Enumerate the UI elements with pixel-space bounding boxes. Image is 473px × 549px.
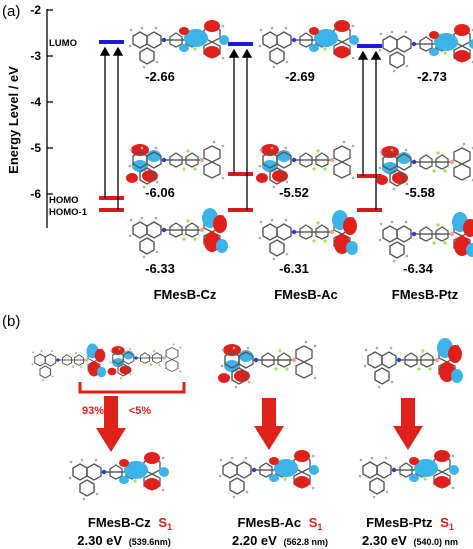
ptz-lumo-value: -2.73 bbox=[417, 69, 447, 84]
tick-label: -3 bbox=[30, 49, 41, 63]
name-ac-b: FMesB-Ac bbox=[238, 515, 302, 530]
lumo-label: LUMO bbox=[49, 38, 77, 49]
levels-cz bbox=[99, 40, 124, 212]
nm-value-ac: (562.8 nm) bbox=[283, 537, 328, 547]
orbital-ac-homo bbox=[256, 139, 356, 190]
state-label-ptz: FMesB-Ptz S1 bbox=[366, 515, 454, 532]
nm-value-ptz: (540.0) nm bbox=[413, 537, 458, 547]
orbital-ptz-homo bbox=[376, 141, 473, 192]
energy-value-ac: 2.20 eV bbox=[232, 533, 277, 548]
levels-ac bbox=[228, 42, 253, 212]
energy-value-cz: 2.30 eV bbox=[77, 533, 122, 548]
state-label-cz: FMesB-Cz S1 bbox=[88, 515, 172, 532]
panel-b-label: (b) bbox=[2, 313, 20, 330]
s1-label: S bbox=[309, 515, 318, 530]
contribution-bracket bbox=[78, 382, 186, 394]
cz-homo-value: -6.06 bbox=[145, 185, 175, 200]
tick-label: -6 bbox=[30, 187, 41, 201]
energy-ac: 2.20 eV (562.8 nm) bbox=[232, 533, 328, 548]
orbital-ac-lumo bbox=[257, 19, 359, 70]
name-cz-b: FMesB-Cz bbox=[88, 515, 151, 530]
nm-value-cz: (539.6nm) bbox=[129, 537, 171, 547]
energy-cz: 2.30 eV (539.6nm) bbox=[77, 533, 170, 548]
molecule-name-ptz: FMesB-Ptz bbox=[392, 287, 459, 302]
orbital-ptz-homo1 bbox=[377, 212, 473, 264]
ac-lumo-value: -2.69 bbox=[285, 69, 315, 84]
name-ptz-b: FMesB-Ptz bbox=[366, 515, 433, 530]
orbital-cz-ground-2 bbox=[107, 342, 182, 380]
orbital-ac-ground bbox=[218, 339, 318, 390]
contribution-major: 93% bbox=[82, 405, 104, 417]
panel-a-label: (a) bbox=[2, 3, 20, 20]
transition-arrow-cz bbox=[96, 396, 126, 452]
orbital-cz-lumo bbox=[127, 19, 229, 70]
s1-subscript: 1 bbox=[167, 522, 172, 532]
molecule-name-ac: FMesB-Ac bbox=[274, 287, 338, 302]
s1-label: S bbox=[440, 515, 449, 530]
ptz-homo-value: -5.58 bbox=[405, 185, 435, 200]
cz-lumo-value: -2.66 bbox=[145, 69, 175, 84]
energy-axis: -2 -3 -4 -5 -6 Energy Level / eV bbox=[6, 3, 53, 228]
orbital-ptz-ground bbox=[362, 338, 463, 390]
orbital-ptz-excited bbox=[357, 449, 459, 500]
molecule-name-cz: FMesB-Cz bbox=[154, 287, 217, 302]
homo-label: HOMO bbox=[49, 195, 79, 206]
contribution-minor: <5% bbox=[129, 405, 152, 417]
orbital-cz-homo bbox=[126, 139, 226, 190]
orbital-cz-homo1 bbox=[127, 208, 228, 260]
axis-label: Energy Level / eV bbox=[6, 66, 21, 174]
s1-subscript: 1 bbox=[449, 522, 454, 532]
ac-homo-value: -5.52 bbox=[279, 185, 309, 200]
transition-arrow-ac bbox=[254, 398, 284, 450]
tick-label: -4 bbox=[30, 95, 41, 109]
orbital-cz-ground bbox=[30, 343, 106, 382]
tick-label: -5 bbox=[30, 141, 41, 155]
s1-subscript: 1 bbox=[317, 522, 322, 532]
tick-label: -2 bbox=[30, 3, 41, 17]
transition-arrow-ptz bbox=[393, 398, 423, 450]
orbital-ptz-lumo bbox=[377, 23, 473, 74]
energy-ptz: 2.30 eV (540.0) nm bbox=[362, 533, 458, 548]
orbital-ac-homo1 bbox=[257, 210, 358, 262]
state-label-ac: FMesB-Ac S1 bbox=[238, 515, 323, 532]
ptz-homo1-value: -6.34 bbox=[403, 261, 433, 276]
orbital-ac-excited bbox=[217, 449, 319, 500]
levels-ptz bbox=[357, 44, 382, 212]
ac-homo1-value: -6.31 bbox=[279, 261, 309, 276]
orbital-cz-excited bbox=[67, 451, 169, 502]
s1-label: S bbox=[158, 515, 167, 530]
homo1-label: HOMO-1 bbox=[49, 207, 88, 218]
energy-value-ptz: 2.30 eV bbox=[362, 533, 407, 548]
cz-homo1-value: -6.33 bbox=[145, 261, 175, 276]
